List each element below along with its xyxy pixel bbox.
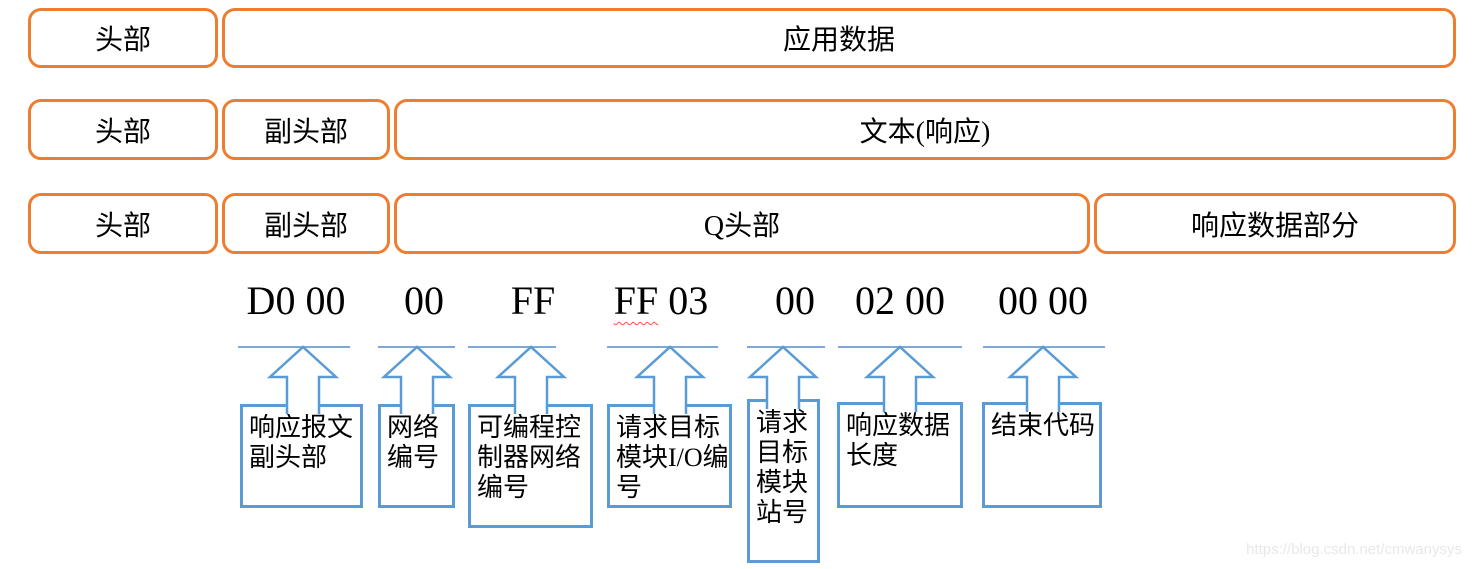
pointer-line-subheader	[238, 346, 350, 348]
field-label-box-pc-network-no: 可编程控 制器网络 编号	[468, 404, 593, 528]
up-arrow-icon-end-code	[1006, 345, 1080, 412]
row3-response-data-cell: 响应数据部分	[1094, 193, 1456, 254]
field-label-box-end-code: 结束代码	[982, 402, 1102, 508]
field-label-box-subheader: 响应报文 副头部	[240, 404, 363, 508]
field-label-box-network-no: 网络 编号	[378, 404, 455, 508]
pointer-line-station-no	[747, 346, 825, 348]
field-label-box-io-no: 请求目标 模块I/O编 号	[607, 404, 732, 508]
up-arrow-icon-network-no	[380, 345, 454, 414]
hex-io-no-normal-part: 03	[658, 278, 709, 323]
row2-text-response-cell: 文本(响应)	[394, 99, 1456, 160]
up-arrow-icon-station-no	[746, 345, 820, 409]
field-label-box-data-length: 响应数据 长度	[837, 402, 963, 508]
csdn-watermark: https://blog.csdn.net/cmwanysys	[1246, 541, 1462, 558]
row1-header-cell: 头部	[28, 8, 218, 68]
row3-qheader-cell: Q头部	[394, 193, 1090, 254]
pointer-line-pc-network-no	[468, 346, 556, 348]
row3-header-cell: 头部	[28, 193, 218, 254]
hex-value-data-length: 02 00	[855, 278, 945, 323]
up-arrow-icon-pc-network-no	[494, 345, 568, 414]
up-arrow-icon-subheader	[266, 345, 340, 414]
up-arrow-icon-data-length	[863, 345, 937, 412]
hex-value-pc-network-no: FF	[510, 278, 556, 323]
row2-header-cell: 头部	[28, 99, 218, 160]
hex-value-station-no: 00	[775, 278, 815, 323]
row2-subheader-cell: 副头部	[222, 99, 390, 160]
hex-value-network-no: 00	[404, 278, 444, 323]
field-label-box-station-no: 请求 目标 模块 站号	[747, 399, 820, 563]
hex-value-subheader: D0 00	[246, 278, 346, 323]
hex-value-end-code: 00 00	[998, 278, 1088, 323]
hex-value-io-no: FF 03	[614, 280, 709, 322]
up-arrow-icon-io-no	[633, 345, 707, 414]
pointer-line-io-no	[607, 346, 718, 348]
row3-subheader-cell: 副头部	[222, 193, 390, 254]
row1-application-data-cell: 应用数据	[222, 8, 1456, 68]
hex-io-no-misspelled-part: FF	[613, 278, 659, 323]
